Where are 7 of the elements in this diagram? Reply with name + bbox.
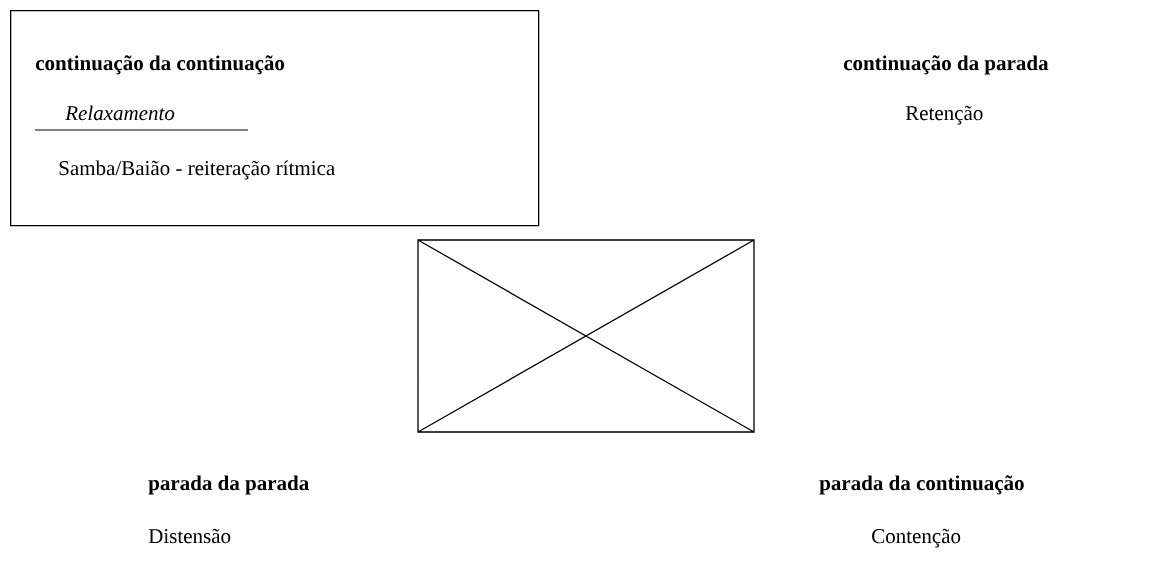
term-label: Distensão bbox=[148, 528, 231, 544]
term-heading: parada da parada bbox=[148, 475, 309, 495]
text-box: continuação da continuação Relaxamento Samba/Baião - reiteração rítmica bbox=[10, 10, 540, 227]
term-label: Contenção bbox=[872, 528, 961, 548]
term-heading: continuação da parada bbox=[843, 55, 1049, 75]
term-heading: parada da continuação bbox=[819, 475, 1024, 495]
term-label: Retenção bbox=[905, 105, 983, 125]
